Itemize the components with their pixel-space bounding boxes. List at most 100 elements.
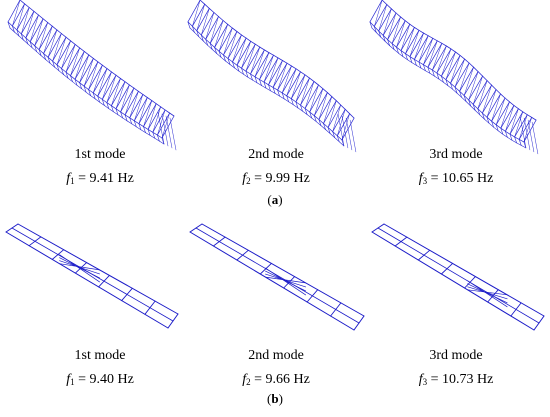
mesh-chord: [429, 73, 435, 77]
mesh-diagonal: [459, 62, 470, 92]
plate-edge: [201, 223, 365, 317]
mesh-chord: [445, 79, 451, 84]
mesh-diagonal: [111, 78, 121, 106]
mesh-rib: [505, 108, 519, 132]
mesh-diagonal: [88, 61, 99, 90]
mesh-chord: [504, 97, 510, 103]
mesh-diagonal: [523, 117, 532, 143]
mesh-chord: [384, 41, 390, 46]
mesh-rib: [201, 34, 204, 42]
mesh-chord: [518, 108, 524, 113]
mesh-chord: [247, 76, 253, 81]
mesh-rib: [391, 20, 406, 44]
mesh-rib: [387, 16, 401, 40]
mesh-chord: [72, 81, 78, 86]
mesh-chord: [65, 71, 71, 77]
mesh-rib: [111, 105, 114, 112]
mesh-rib: [373, 4, 388, 27]
mesh-rib: [290, 74, 306, 100]
mesh-chord: [136, 126, 142, 130]
mesh-chord: [88, 54, 94, 59]
mesh-diagonal: [378, 4, 388, 32]
mesh-chord: [211, 49, 217, 54]
freq-symbol: f: [242, 171, 247, 186]
mesh-end-grid: [161, 113, 169, 147]
mesh-chord: [459, 90, 465, 96]
mesh-rib: [7, 21, 11, 29]
freq-value: = 9.66 Hz: [254, 372, 310, 387]
mesh-rib: [323, 100, 337, 124]
mesh-rib: [227, 34, 242, 59]
mesh-chord: [292, 104, 299, 109]
mesh-rib: [52, 36, 67, 62]
mesh-rib: [414, 59, 417, 66]
mesh-rib: [387, 39, 390, 46]
mesh-chord: [332, 131, 338, 137]
mesh-rib: [218, 50, 222, 58]
mesh-rib: [477, 108, 481, 116]
plate-twist: [467, 289, 508, 296]
mesh-rib: [70, 75, 73, 82]
mesh-diagonal: [300, 77, 310, 106]
mesh-rib: [196, 30, 200, 38]
mesh-rib: [115, 108, 119, 116]
mesh-chord: [74, 44, 81, 49]
plate-twist: [265, 276, 307, 284]
mesh-rib: [450, 58, 465, 84]
mesh-chord: [81, 88, 87, 93]
mesh-rib: [232, 61, 235, 69]
mesh-chord: [486, 116, 492, 122]
plate-midline: [195, 227, 360, 324]
mesh-chord: [454, 86, 460, 92]
plate-twist: [265, 270, 307, 292]
mesh-rib: [157, 112, 170, 136]
mesh-chord: [418, 61, 424, 66]
mesh-rib: [20, 10, 35, 35]
mesh-rib: [16, 7, 30, 31]
mesh-rib: [318, 96, 333, 120]
mesh-chord: [90, 95, 96, 100]
plate-twist: [265, 273, 307, 288]
mesh-chord: [47, 22, 53, 27]
mesh-diagonal: [16, 3, 25, 31]
mesh-chord: [256, 82, 262, 86]
mesh-chord: [97, 61, 103, 66]
mesh-chord: [113, 111, 119, 116]
mesh-rib: [286, 71, 301, 97]
mesh-chord: [250, 40, 256, 45]
mesh-rib: [309, 88, 324, 113]
mesh-rib: [463, 95, 467, 102]
mesh-chord: [309, 77, 315, 82]
mesh-chord: [456, 92, 462, 98]
mesh-rib: [70, 51, 85, 77]
mesh-diagonal: [38, 22, 48, 50]
mesh-chord: [24, 3, 30, 8]
mode-name-a1: 1st mode: [74, 147, 126, 162]
mesh-chord: [65, 36, 71, 42]
mesh-diagonal: [157, 109, 166, 136]
mesh-diagonal: [241, 41, 251, 69]
mesh-rib: [468, 75, 483, 101]
mesh-diagonal: [396, 20, 406, 48]
mesh-chord: [526, 114, 533, 118]
mesh-rib: [88, 64, 103, 90]
mesh-diagonal: [223, 27, 233, 56]
mesh-chord: [463, 95, 470, 101]
mesh-rib: [263, 81, 267, 89]
mesh-rib: [205, 38, 208, 46]
mesh-rib: [396, 46, 399, 54]
mesh-chord: [509, 133, 515, 138]
mesh-chord: [31, 47, 38, 53]
mesh-rib: [409, 32, 424, 57]
mesh-rib: [290, 98, 294, 105]
mesh-chord: [133, 87, 139, 92]
mesh-diagonal: [97, 68, 108, 97]
mesh-chord: [79, 47, 85, 52]
mesh-rib: [445, 55, 461, 80]
freq-subscript: 1: [70, 176, 75, 186]
freq-symbol: f: [418, 171, 423, 186]
mesh-chord: [477, 71, 484, 77]
mesh-chord: [320, 125, 326, 130]
mesh-chord: [83, 85, 89, 90]
mesh-chord: [61, 68, 67, 73]
